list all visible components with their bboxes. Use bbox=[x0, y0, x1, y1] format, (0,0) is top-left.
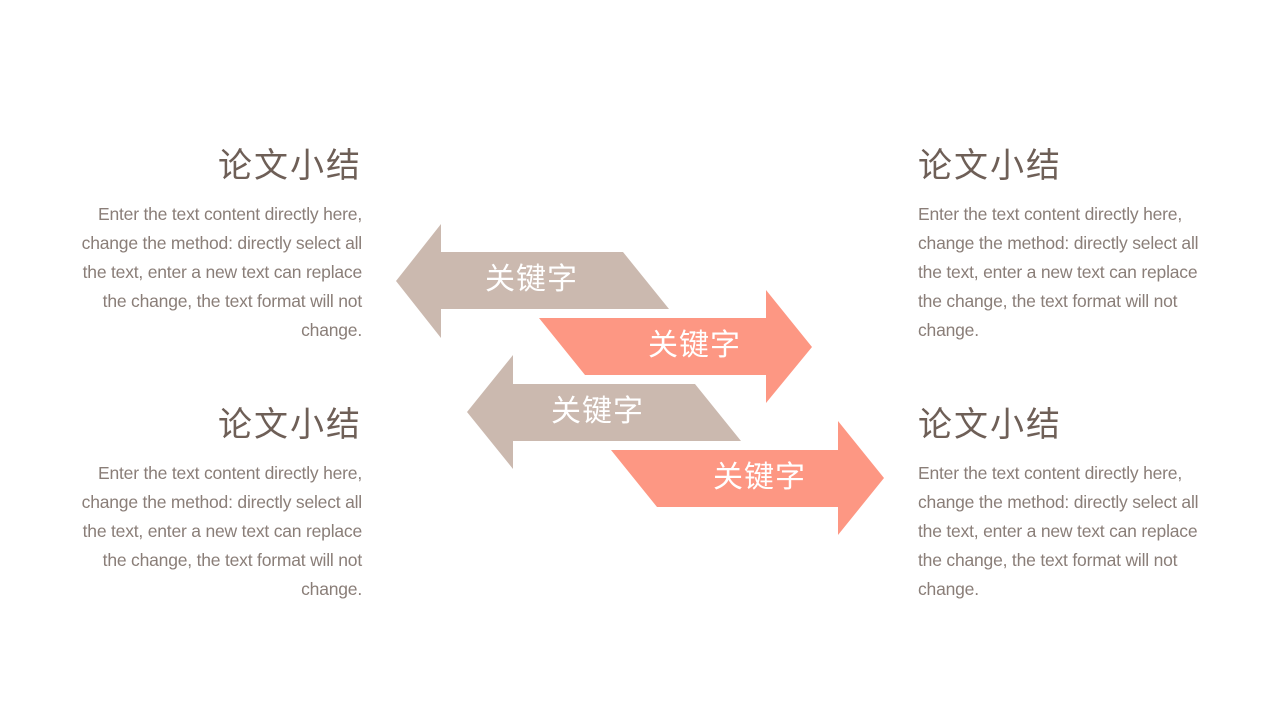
block-title: 论文小结 bbox=[218, 146, 362, 186]
arrow-label-2: 关键字 bbox=[648, 328, 741, 363]
right-arrow-shape-1 bbox=[539, 290, 812, 403]
summary-block-bottom-left: 论文小结 Enter the text content directly her… bbox=[62, 405, 363, 604]
block-body: Enter the text content directly here, ch… bbox=[81, 463, 363, 599]
left-arrow-shape-1 bbox=[396, 224, 669, 338]
block-title: 论文小结 bbox=[918, 405, 1062, 445]
arrow-label-4: 关键字 bbox=[713, 460, 806, 495]
block-title: 论文小结 bbox=[218, 405, 362, 445]
arrow-label-3: 关键字 bbox=[551, 394, 644, 429]
summary-block-bottom-right: 论文小结 Enter the text content directly her… bbox=[918, 405, 1218, 604]
block-body: Enter the text content directly here, ch… bbox=[81, 204, 363, 340]
summary-block-top-right: 论文小结 Enter the text content directly her… bbox=[918, 146, 1218, 345]
right-arrow-shape-2 bbox=[611, 421, 884, 535]
arrow-label-1: 关键字 bbox=[485, 262, 578, 297]
block-body: Enter the text content directly here, ch… bbox=[918, 463, 1199, 599]
block-body: Enter the text content directly here, ch… bbox=[918, 204, 1199, 340]
left-arrow-shape-2 bbox=[467, 355, 741, 469]
summary-block-top-left: 论文小结 Enter the text content directly her… bbox=[62, 146, 363, 345]
block-title: 论文小结 bbox=[918, 146, 1062, 186]
